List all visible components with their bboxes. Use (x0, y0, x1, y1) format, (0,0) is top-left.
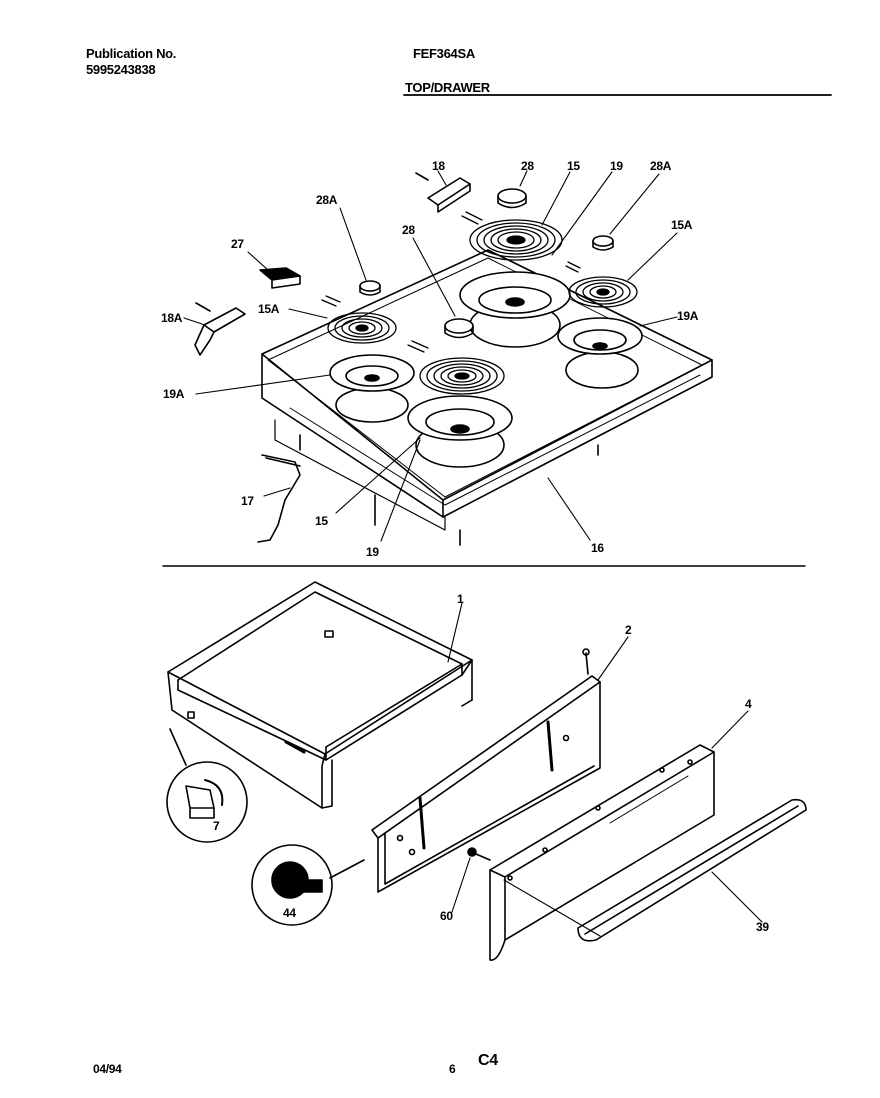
callout-15A-left: 15A (258, 302, 280, 316)
drawer-body-1 (167, 581, 473, 809)
section-title: TOP/DRAWER (405, 80, 490, 95)
callout-19A-left: 19A (163, 387, 185, 401)
callout-28A-left: 28A (316, 193, 338, 207)
callout-39: 39 (756, 920, 769, 934)
wire-harness-17 (257, 454, 301, 543)
model-number: FEF364SA (413, 46, 475, 61)
callout-28-mid: 28 (402, 223, 415, 237)
footer-page: 6 (449, 1062, 456, 1076)
callout-7: 7 (213, 819, 220, 833)
callout-17: 17 (241, 494, 254, 508)
drip-pans-19 (329, 271, 643, 468)
detail-circle-7 (166, 728, 248, 843)
footer-date: 04/94 (93, 1062, 122, 1076)
callout-28A-right: 28A (650, 159, 672, 173)
callout-4: 4 (745, 697, 752, 711)
callout-18A: 18A (161, 311, 183, 325)
callout-16: 16 (591, 541, 604, 555)
screw-60 (467, 847, 491, 861)
callout-15A-right: 15A (671, 218, 693, 232)
cooktop-16 (261, 249, 713, 546)
receptacle-27 (259, 267, 301, 289)
callout-15-top: 15 (567, 159, 580, 173)
callout-28-top: 28 (521, 159, 534, 173)
trim-caps-28 (359, 188, 614, 339)
element-bracket-18 (415, 172, 471, 213)
publication-label: Publication No. (86, 46, 177, 61)
element-bracket-18a (194, 302, 246, 356)
footer-code: C4 (478, 1052, 498, 1069)
callout-60: 60 (440, 909, 453, 923)
drawer-front-2 (371, 648, 601, 893)
callout-19A-right: 19A (677, 309, 699, 323)
callout-1: 1 (457, 592, 464, 606)
publication-number: 5995243838 (86, 62, 156, 77)
callout-15-bottom: 15 (315, 514, 328, 528)
callout-19-top: 19 (610, 159, 623, 173)
callout-2: 2 (625, 623, 632, 637)
drawer-handle-39 (577, 798, 807, 942)
surface-elements-15 (321, 211, 638, 395)
drawer-panel-4 (489, 744, 715, 961)
callout-27: 27 (231, 237, 244, 251)
callout-44: 44 (283, 906, 296, 920)
callout-19-bottom: 19 (366, 545, 379, 559)
callout-18: 18 (432, 159, 445, 173)
detail-circle-44 (251, 844, 365, 926)
